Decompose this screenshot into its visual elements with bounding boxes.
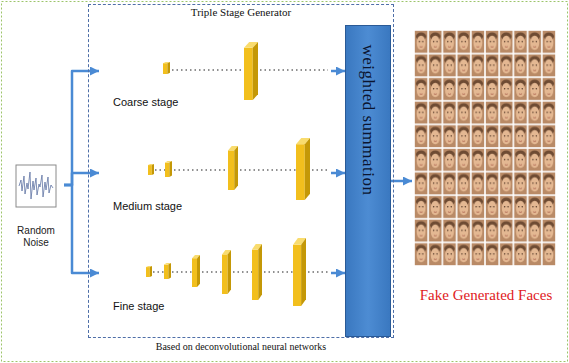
dotted-line [172,271,192,272]
flow-arrow [64,173,99,185]
noise-label: Random Noise [13,225,59,248]
flow-arrow [64,71,99,185]
output-caption: Fake Generated Faces [420,287,552,304]
noise-wave [19,172,53,199]
dotted-line [264,271,293,272]
layer-block [228,146,238,190]
generator-frame: Triple Stage GeneratorCoarse stageMedium… [88,4,394,338]
face-grid: Fake Generated Faces [412,28,560,304]
dotted-line [240,169,296,170]
dotted-line [174,169,228,170]
layer-block [148,164,154,175]
dotted-line [155,169,165,170]
dotted-line [153,271,164,272]
dotted-line [202,271,222,272]
layer-block [164,263,171,279]
noise-input: Random Noise [8,160,64,250]
layer-block [296,138,310,200]
layer-block [165,161,172,177]
flow-arrow [64,185,99,273]
flow-arrow [331,70,345,73]
noise-icon [16,165,56,207]
stage-panel: Fine stage [99,229,331,317]
stage-label: Medium stage [113,200,182,212]
stage-label: Fine stage [113,300,164,312]
footnote: Based on deconvolutional neural networks [88,341,394,352]
layer-block [244,42,258,100]
flow-arrow [331,172,345,175]
stage-label: Coarse stage [113,96,178,108]
dotted-line [308,271,328,272]
stage-fill [100,130,331,217]
dotted-line [233,271,252,272]
face-thumbnails [414,30,556,266]
frame-title: Triple Stage Generator [191,6,291,18]
stage-fill [100,30,331,113]
layer-block [146,266,152,277]
layer-block [293,238,306,306]
dotted-line [312,169,328,170]
stage-panel: Coarse stage [99,29,331,113]
summation-bar: weighted summation [345,25,391,337]
layer-block [163,62,170,74]
flow-arrow [391,180,412,183]
flow-arrow [331,272,345,275]
stage-fill [100,230,331,317]
dotted-line [172,69,244,70]
layer-block [222,250,231,294]
stage-panel: Medium stage [99,129,331,217]
summation-label: weighted summation [358,44,378,195]
dotted-line [260,69,328,70]
layer-block [252,244,262,300]
layer-blocks [146,42,310,306]
layer-block [192,255,200,287]
